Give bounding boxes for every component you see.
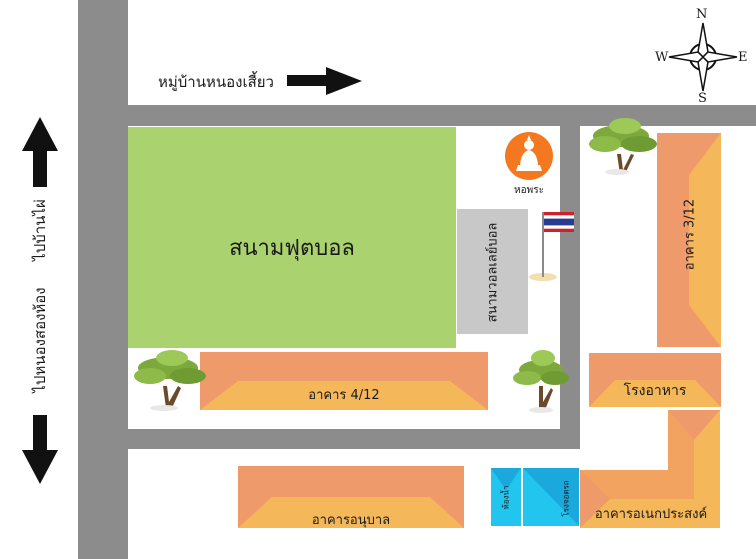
toilet-building [491,468,521,526]
road-inner-vertical [560,126,580,449]
building-4-12 [200,352,488,410]
kindergarten-building [238,466,464,528]
road-west-vertical [78,0,128,559]
arrow-down-icon [22,415,58,484]
compass-north: N [696,7,708,22]
tree-icon [134,350,206,411]
compass-south: S [698,91,707,106]
volleyball-court-label: สนามวอลเลย์บอล [485,222,501,323]
canteen-label: โรงอาหาร [623,383,687,399]
multipurpose-label: อาคารอเนกประสงค์ [594,507,708,522]
tree-icon [589,118,657,175]
road-inner-horizontal [128,429,580,449]
multipurpose-building [580,410,720,528]
building-3-12 [657,133,721,347]
building-3-12-label: อาคาร 3/12 [682,198,698,271]
toilet-label: ห้องน้ำ [501,485,511,510]
building-4-12-label: อาคาร 4/12 [308,388,380,403]
football-field-label: สนามฟุตบอล [229,236,355,261]
to-ban-phai-label: ไปบ้านไผ่ [31,199,49,261]
tree-icon [513,350,569,413]
village-road-label: หมู่บ้านหนองเสี้ยว [158,73,274,91]
football-field [128,127,456,348]
flag-icon [529,212,574,281]
garage-label: โรงจอดรถ [561,480,571,517]
compass-icon [668,22,738,92]
buddha-icon [505,132,553,180]
to-nong-song-hong-label: ไปหนองสองห้อง [31,287,49,393]
canteen-building [589,353,721,407]
arrow-right-icon [287,67,362,95]
kindergarten-label: อาคารอนุบาล [311,513,391,528]
road-north-horizontal [128,105,756,126]
volleyball-court [457,209,528,334]
arrow-up-icon [22,117,58,187]
compass-east: E [738,50,748,65]
compass-west: W [655,50,669,65]
garage-building [523,468,579,526]
buddha-shrine-label: หอพระ [514,185,544,196]
